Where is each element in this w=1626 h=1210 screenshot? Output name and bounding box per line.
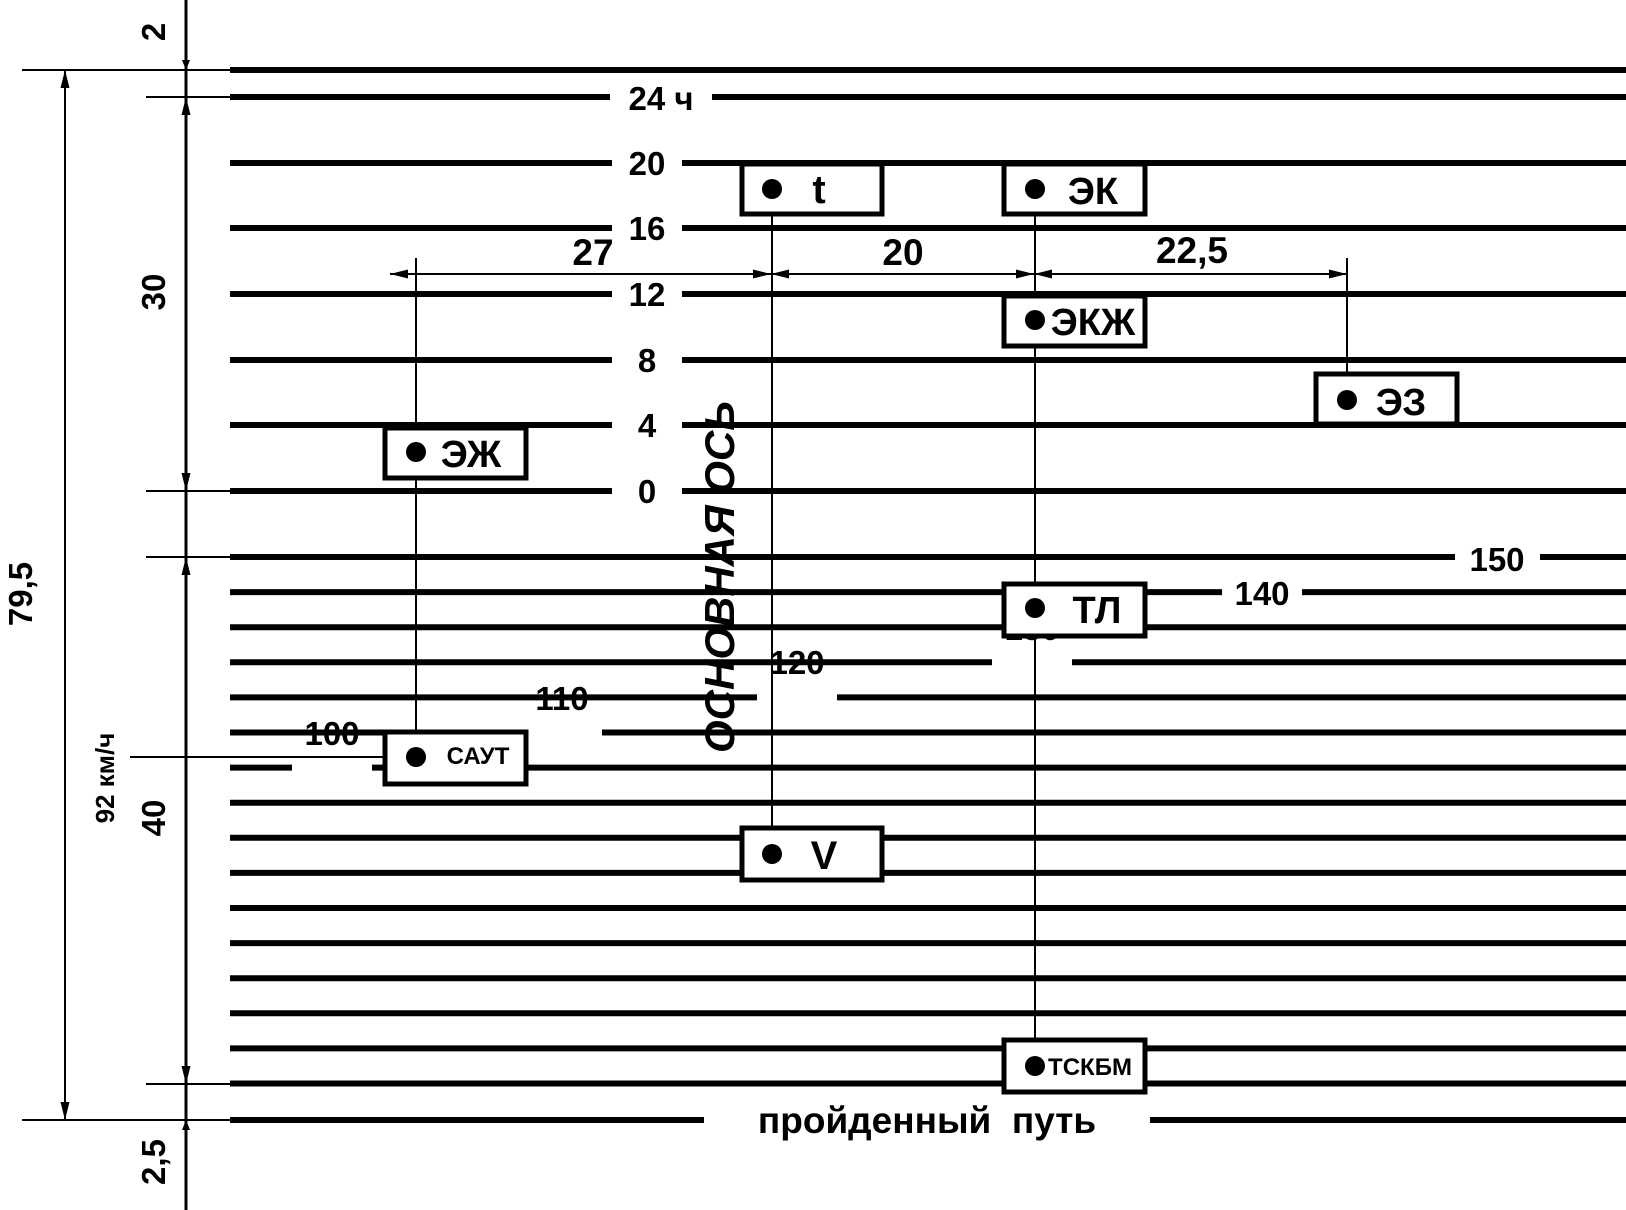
marker-v: V [739, 825, 885, 883]
marker-t-label: t [812, 168, 825, 212]
speed-tick-label-120: 120 [769, 644, 824, 681]
dim-offset-22-5: 22,5 [1156, 230, 1228, 271]
marker-ekzh-label: ЭКЖ [1051, 302, 1136, 344]
time-tick-label-4: 4 [638, 407, 657, 444]
time-tick-label-0: 0 [638, 473, 656, 510]
speed-grid [230, 554, 1626, 1087]
time-tick-label-8: 8 [638, 342, 656, 379]
path-label: пройденный путь [758, 1100, 1096, 1141]
speed-tick-label-110: 110 [535, 680, 588, 717]
time-grid: 20 16 12 8 4 0 [230, 145, 1626, 510]
speed-tick-label-100: 100 [304, 715, 359, 752]
dim-time-zone: 30 [135, 274, 172, 311]
dim-offset-27: 27 [572, 232, 613, 273]
speed-tick-label-140: 140 [1234, 575, 1289, 612]
marker-ezh: ЭЖ [382, 425, 529, 481]
marker-saut: САУТ [382, 729, 529, 787]
dim-total: 79,5 [2, 562, 39, 626]
marker-ekzh: ЭКЖ [1001, 293, 1148, 349]
marker-ez-label: ЭЗ [1376, 382, 1426, 424]
marker-ek-label: ЭК [1068, 171, 1119, 213]
marker-saut-label: САУТ [447, 743, 510, 770]
time-label-24h: 24 ч [628, 80, 693, 117]
marker-ez: ЭЗ [1313, 371, 1460, 427]
marker-t: t [739, 161, 885, 217]
dim-bottom-margin: 2,5 [135, 1139, 172, 1185]
time-tick-label-20: 20 [629, 145, 666, 182]
speed-92-label: 92 км/ч [90, 733, 120, 824]
main-axis-label: ОСНОВНАЯ ОСЬ [696, 401, 743, 753]
dim-offset-20: 20 [882, 232, 923, 273]
dim-speed-zone: 40 [135, 800, 172, 837]
marker-ek: ЭК [1001, 161, 1148, 217]
marker-v-label: V [811, 834, 838, 878]
marker-tskbm-label: ТСКБМ [1048, 1054, 1132, 1081]
time-tick-label-16: 16 [629, 210, 666, 247]
time-tick-label-12: 12 [629, 276, 666, 313]
marker-tskbm: ТСКБМ [1001, 1037, 1148, 1095]
marker-tl-label: ТЛ [1073, 590, 1122, 632]
marker-ezh-label: ЭЖ [441, 434, 502, 476]
speed-tick-label-150: 150 [1469, 541, 1524, 578]
marker-tl: ТЛ [1001, 581, 1148, 639]
dim-top-margin: 2 [135, 23, 172, 41]
